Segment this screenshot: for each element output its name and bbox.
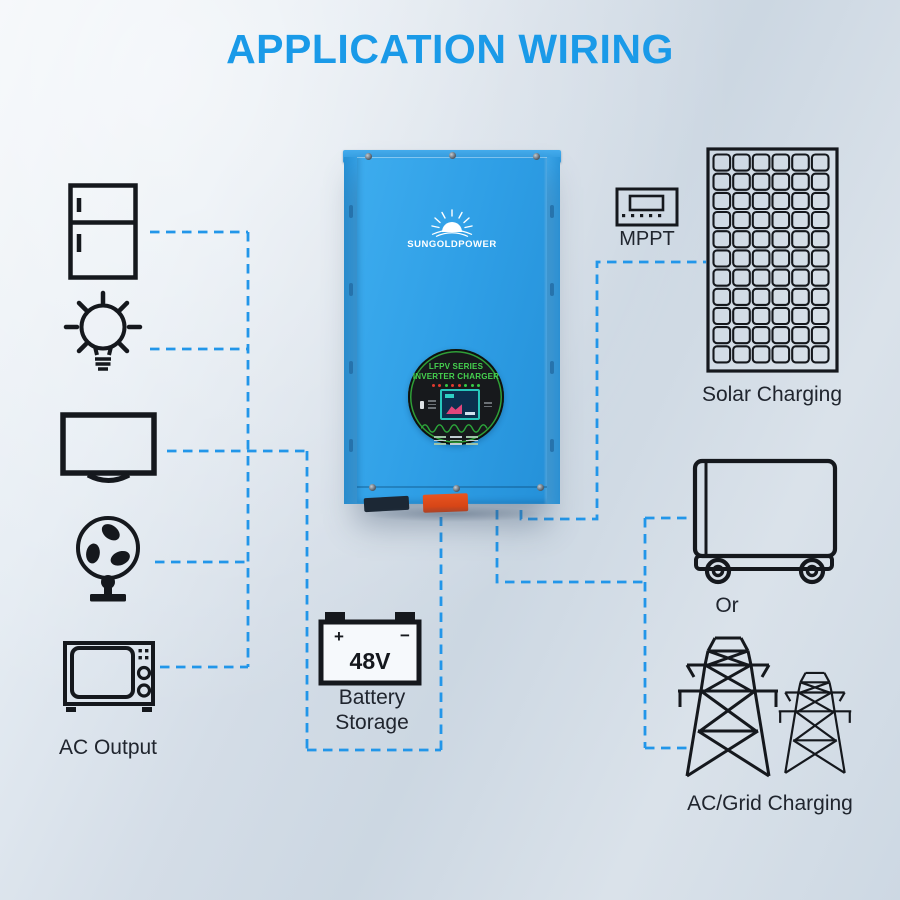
solar-cells	[712, 153, 830, 364]
generator-trailer-icon	[691, 458, 841, 585]
inverter-unit: SUNGOLDPOWER LFPV SERIES INVERTER CHARGE…	[343, 148, 561, 522]
inverter-brand-logo: SUNGOLDPOWER	[343, 208, 561, 250]
battery-minus-sign: −	[400, 626, 410, 645]
display-series-line1: LFPV SERIES	[428, 362, 484, 371]
transmission-towers-icon	[674, 630, 860, 782]
brand-name: SUNGOLDPOWER	[407, 239, 497, 250]
solar-charging-label: Solar Charging	[701, 383, 843, 406]
light-bulb-icon	[61, 290, 145, 376]
display-lcd-screen	[440, 389, 480, 421]
inverter-display: LFPV SERIES INVERTER CHARGER	[408, 349, 504, 445]
microwave-icon	[63, 641, 155, 714]
fan-icon	[73, 514, 143, 602]
battery-plus-sign: +	[334, 627, 344, 646]
page-title: APPLICATION WIRING	[226, 26, 674, 72]
display-led-row	[431, 384, 481, 388]
battery-icon: + − 48V	[318, 610, 422, 686]
inverter-right-flange	[545, 157, 560, 504]
display-series-line2: INVERTER CHARGER	[412, 371, 500, 381]
battery-storage-label: Battery Storage	[335, 686, 409, 734]
mppt-controller-icon	[615, 187, 679, 227]
solar-panel-icon	[706, 147, 839, 373]
inverter-left-flange	[344, 157, 359, 504]
sun-logo-icon	[431, 209, 473, 238]
display-wave-graphic	[420, 424, 488, 434]
battery-voltage: 48V	[350, 648, 392, 674]
ac-output-label: AC Output	[58, 736, 158, 759]
tv-icon	[60, 412, 157, 486]
display-button	[420, 400, 424, 409]
display-spec-table	[434, 436, 478, 445]
or-label: Or	[715, 594, 739, 617]
refrigerator-icon	[68, 183, 138, 280]
ac-grid-charging-label: AC/Grid Charging	[687, 792, 853, 815]
mppt-label: MPPT	[619, 228, 675, 250]
